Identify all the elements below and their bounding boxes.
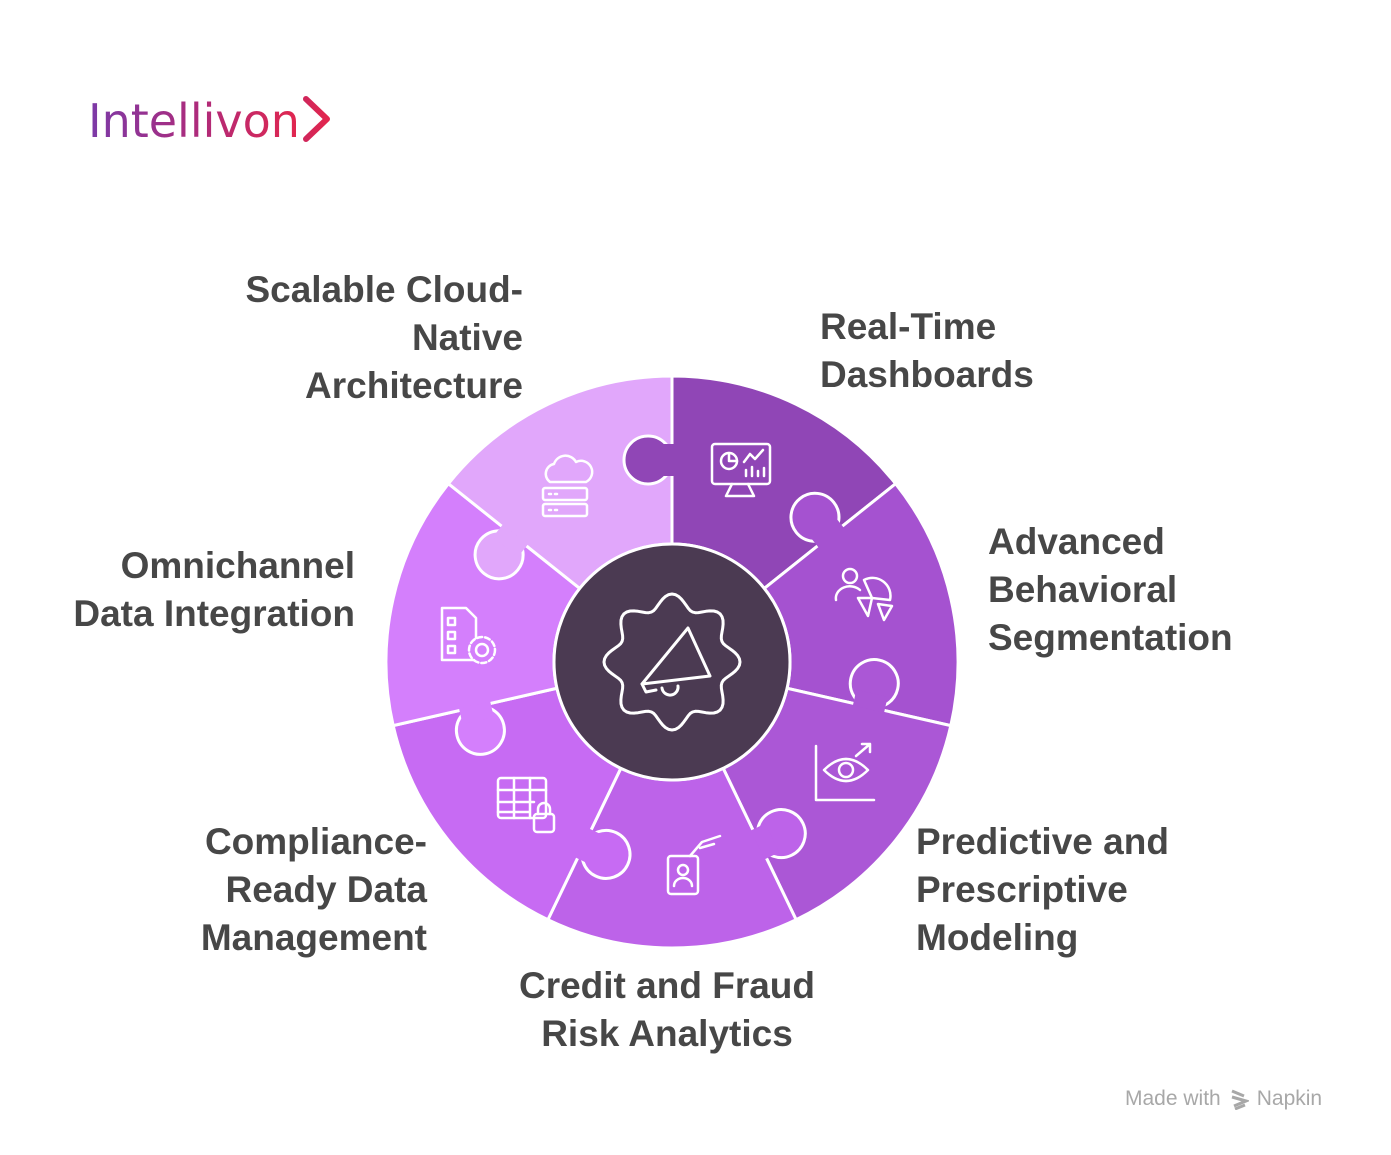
napkin-logo-icon xyxy=(1231,1089,1249,1110)
label-line: Native xyxy=(411,317,523,358)
label-line: Compliance- xyxy=(204,821,427,862)
dashboard-monitor-icon xyxy=(710,442,772,498)
id-card-hand-icon xyxy=(666,834,722,896)
footer-made-with: Made with xyxy=(1125,1087,1221,1110)
eye-trend-icon xyxy=(814,742,876,802)
label-line: Predictive and xyxy=(916,821,1169,862)
puzzle-knob xyxy=(454,701,506,756)
puzzle-knob xyxy=(789,491,844,548)
label-line: Real-Time xyxy=(820,306,997,347)
puzzle-knob xyxy=(575,828,632,880)
center-hub xyxy=(552,542,792,782)
puzzle-knob xyxy=(622,434,674,486)
label-line: Segmentation xyxy=(988,617,1233,658)
label-line: Scalable Cloud- xyxy=(245,269,523,310)
label-line: Behavioral xyxy=(988,569,1178,610)
footer-napkin: Napkin xyxy=(1256,1087,1323,1110)
puzzle-knob xyxy=(848,658,900,713)
label-line: Prescriptive xyxy=(916,869,1128,910)
brand-logo: Intellivon xyxy=(88,94,300,148)
puzzle-knob xyxy=(750,808,807,860)
label-line: Omnichannel xyxy=(120,545,355,586)
cloud-server-icon xyxy=(541,454,594,518)
gear-megaphone-icon xyxy=(602,592,742,732)
table-lock-icon xyxy=(496,776,556,834)
chevron-right-icon xyxy=(303,96,330,142)
label-line: Risk Analytics xyxy=(541,1013,793,1054)
puzzle-knob xyxy=(473,524,528,581)
label-line: Data Integration xyxy=(73,593,355,634)
label-line: Management xyxy=(200,917,427,958)
user-pie-chart-icon xyxy=(834,567,894,622)
label-line: Architecture xyxy=(305,365,523,406)
made-with-napkin-footer: Made with Napkin xyxy=(1125,1087,1322,1111)
label-line: Dashboards xyxy=(820,354,1034,395)
label-line: Modeling xyxy=(916,917,1079,958)
label-line: Advanced xyxy=(988,521,1165,562)
label-line: Ready Data xyxy=(225,869,427,910)
label-line: Credit and Fraud xyxy=(518,965,816,1006)
list-gear-icon xyxy=(440,606,497,665)
